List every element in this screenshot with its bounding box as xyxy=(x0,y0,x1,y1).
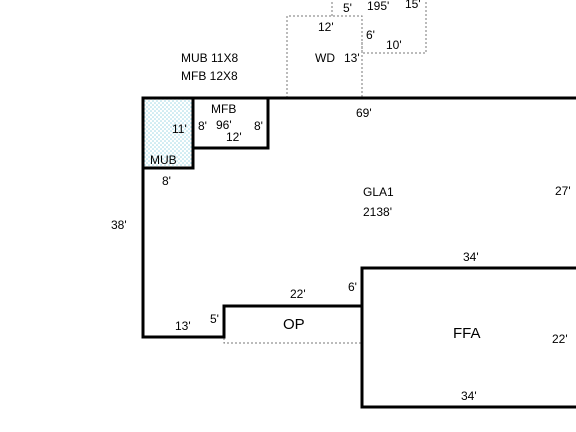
dim-mub-side: 11' xyxy=(172,122,187,136)
dim-deck2-right: 15' xyxy=(405,0,421,11)
dim-op-top: 22' xyxy=(290,287,306,301)
ffa-outline xyxy=(360,266,576,409)
legend-mub: MUB 11X8 xyxy=(181,51,238,65)
gla-name: GLA1 xyxy=(363,185,394,199)
dim-wd-side: 13' xyxy=(344,51,360,65)
legend-mfb: MFB 12X8 xyxy=(181,69,238,83)
dim-deck2-top: 5' xyxy=(343,1,352,15)
mfb-size: 96' xyxy=(216,118,232,132)
dim-wd-top: 12' xyxy=(318,20,334,34)
wd-name: WD xyxy=(315,51,335,65)
mub-area xyxy=(143,98,193,168)
dim-mub-bottom: 8' xyxy=(162,174,171,188)
mub-outline xyxy=(143,98,195,170)
dim-link: 6' xyxy=(348,280,357,294)
mfb-name: MFB xyxy=(211,102,236,116)
dim-right-upper: 27' xyxy=(555,184,571,198)
mub-name: MUB xyxy=(150,153,177,167)
dim-mfb-bottom: 12' xyxy=(226,130,242,144)
mfb-outline xyxy=(193,98,270,150)
upper-deck-outline xyxy=(331,0,427,54)
dim-mfb-right: 8' xyxy=(254,119,263,133)
dim-deck2-inner: 6' xyxy=(366,28,375,42)
dim-ffa-top: 34' xyxy=(463,250,479,264)
dim-top: 69' xyxy=(356,106,372,120)
op-outline xyxy=(223,338,362,344)
dim-op-side: 5' xyxy=(210,312,219,326)
gla-size: 2138' xyxy=(363,205,392,219)
wd-outline xyxy=(286,15,363,98)
op-name: OP xyxy=(283,316,305,333)
gla-outline xyxy=(141,96,576,339)
dim-deck2-bottom: 10' xyxy=(386,38,402,52)
deck2-size: 195' xyxy=(367,0,389,13)
dim-ffa-right: 22' xyxy=(552,332,568,346)
dim-left: 38' xyxy=(111,218,127,232)
ffa-name: FFA xyxy=(453,325,481,342)
dim-ffa-bottom: 34' xyxy=(461,389,477,403)
dim-bottom-left: 13' xyxy=(175,319,191,333)
dim-mfb-left: 8' xyxy=(198,119,207,133)
